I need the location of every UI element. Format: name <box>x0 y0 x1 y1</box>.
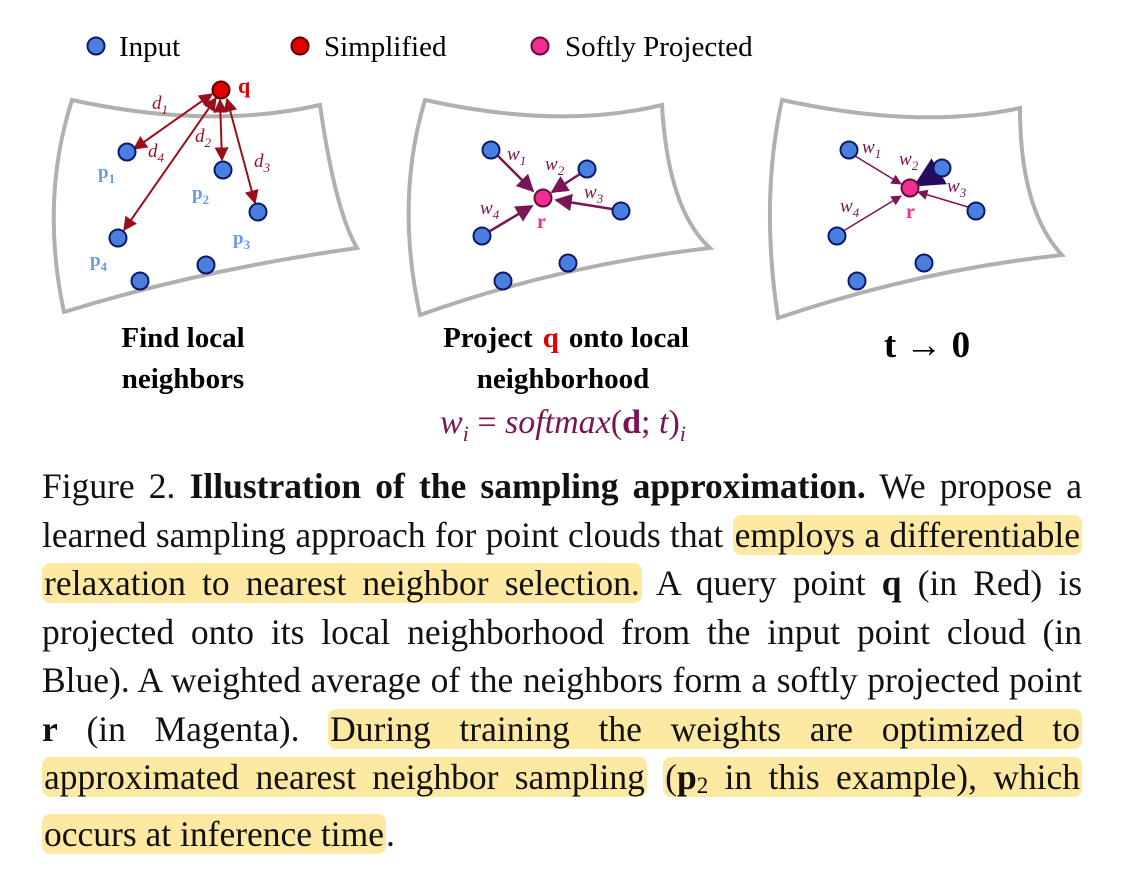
label-d3: d3 <box>254 151 271 175</box>
label-w4: w4 <box>480 198 500 222</box>
arrow-w1 <box>854 155 902 185</box>
caption-q: q <box>881 563 902 603</box>
legend: Input Simplified Softly Projected <box>86 31 753 63</box>
weight-arrows <box>839 155 969 234</box>
point-p3 <box>966 201 986 221</box>
caption-paren: ( <box>665 757 677 797</box>
point-extra <box>196 255 216 275</box>
point-p3 <box>611 201 631 221</box>
arrow-w2 <box>550 172 581 194</box>
point-p3 <box>248 202 268 222</box>
legend-simplified-label: Simplified <box>324 31 447 63</box>
surface-patch <box>767 97 1067 321</box>
input-points <box>827 140 986 291</box>
arrow-d3 <box>223 97 259 205</box>
point-p4 <box>827 226 847 246</box>
distance-labels: d1 d2 d3 d4 <box>148 93 271 175</box>
point-p1 <box>839 140 859 160</box>
legend-input-dot <box>86 36 106 56</box>
point-extra <box>914 253 934 273</box>
distance-arrows <box>123 93 259 232</box>
caption-text: A query point <box>655 563 866 603</box>
point-p1 <box>117 142 137 162</box>
r-label: r <box>537 211 546 233</box>
label-p1: p1 <box>98 162 115 186</box>
arrow-w4 <box>839 195 902 234</box>
legend-projected-label: Softly Projected <box>565 31 753 63</box>
query-label: q <box>238 73 251 98</box>
panel1-caption-line2: neighbors <box>122 363 244 395</box>
figure-label: Figure 2. <box>42 466 176 506</box>
label-w3: w3 <box>947 176 967 200</box>
weight-arrows <box>489 155 613 233</box>
legend-simplified-dot <box>290 36 310 56</box>
caption-text: in this example), which occurs at infere… <box>44 757 1080 854</box>
panel3-caption: t → 0 <box>884 325 970 366</box>
point-p4 <box>472 226 492 246</box>
panel-limit: r w1 w2 w3 w4 t → 0 <box>767 97 1067 366</box>
panel1-caption-line1: Find local <box>121 322 244 354</box>
arrow-w4 <box>489 204 534 233</box>
projected-point <box>533 188 553 208</box>
weight-labels: w1 w2 w3 w4 <box>840 137 967 220</box>
point-extra <box>493 271 513 291</box>
caption-p-sub: 2 <box>696 772 709 799</box>
point-labels: p1 p2 p3 p4 <box>90 162 251 274</box>
input-points <box>108 142 268 291</box>
point-extra <box>558 253 578 273</box>
label-w4: w4 <box>840 196 860 220</box>
projected-point <box>900 178 920 198</box>
arrow-w3 <box>916 189 969 208</box>
label-w2: w2 <box>899 149 919 173</box>
panel-find-neighbors: q d1 d2 d3 d4 p1 p2 p3 p4 Find local nei… <box>51 73 361 395</box>
legend-projected-dot <box>530 36 550 56</box>
weight-labels: w1 w2 w3 w4 <box>480 144 604 222</box>
arrow-d4 <box>123 96 217 232</box>
surface-patch <box>406 97 715 318</box>
caption-period: . <box>386 813 395 854</box>
caption-text: We propose a learned sampling approach f… <box>42 466 1083 555</box>
point-extra <box>847 271 867 291</box>
sampling-figure: Input Simplified Softly Projected q d1 d… <box>51 31 1067 446</box>
label-d4: d4 <box>148 141 165 165</box>
label-w3: w3 <box>584 182 604 206</box>
label-w2: w2 <box>545 154 565 178</box>
query-point <box>211 80 231 100</box>
figure-caption: Figure 2. Illustration of the sampling a… <box>42 462 1083 858</box>
panel2-caption-line2: neighborhood <box>477 363 649 395</box>
caption-r: r <box>42 708 58 749</box>
point-p4 <box>108 228 128 248</box>
label-d1: d1 <box>152 93 168 117</box>
label-p4: p4 <box>90 250 108 274</box>
caption-text: (in Magenta). <box>86 708 300 749</box>
input-points <box>472 140 631 291</box>
caption-title: Illustration of the sampling approximati… <box>189 466 866 506</box>
label-w1: w1 <box>862 137 881 161</box>
point-p2 <box>577 159 597 179</box>
label-p3: p3 <box>233 228 251 252</box>
arrow-w2 <box>913 158 947 188</box>
point-p2 <box>213 160 233 180</box>
label-d2: d2 <box>195 126 212 150</box>
point-extra <box>130 271 150 291</box>
caption-p: p <box>677 757 697 797</box>
legend-input-label: Input <box>119 31 180 63</box>
point-p1 <box>481 140 501 160</box>
point-p2 <box>932 158 952 178</box>
label-w1: w1 <box>507 144 526 168</box>
arrow-w1 <box>497 155 535 193</box>
r-label: r <box>906 201 915 223</box>
caption-text: (in Red) is projected onto its local nei… <box>42 563 1083 700</box>
arrow-d2 <box>213 98 229 162</box>
arrow-w3 <box>554 193 613 212</box>
softmax-formula: wi = softmax(d; t)i <box>440 404 686 446</box>
label-p2: p2 <box>192 183 209 207</box>
